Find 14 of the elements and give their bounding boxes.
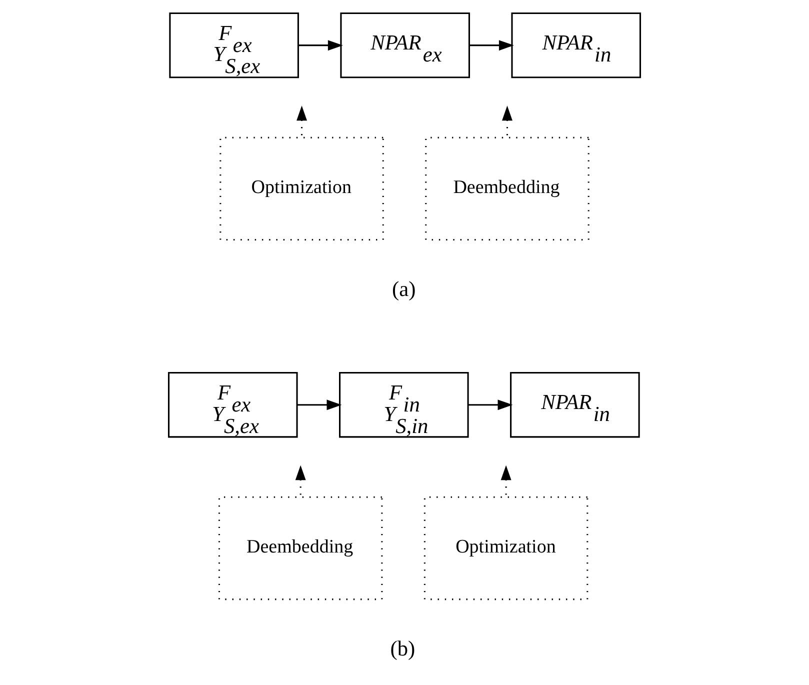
node-box: Optimization — [424, 496, 588, 600]
arrow — [298, 40, 343, 51]
label: (b) — [390, 636, 416, 661]
node-box: Optimization — [220, 136, 384, 241]
arrow — [468, 400, 513, 410]
arrow — [295, 465, 306, 497]
label: (a) — [392, 277, 416, 302]
node-box: Deembedding — [218, 496, 383, 600]
arrow — [500, 465, 512, 497]
arrow — [296, 106, 308, 138]
arrow — [297, 400, 342, 410]
arrow — [502, 106, 512, 138]
node-box: Deembedding — [425, 136, 590, 241]
arrow — [470, 40, 514, 51]
